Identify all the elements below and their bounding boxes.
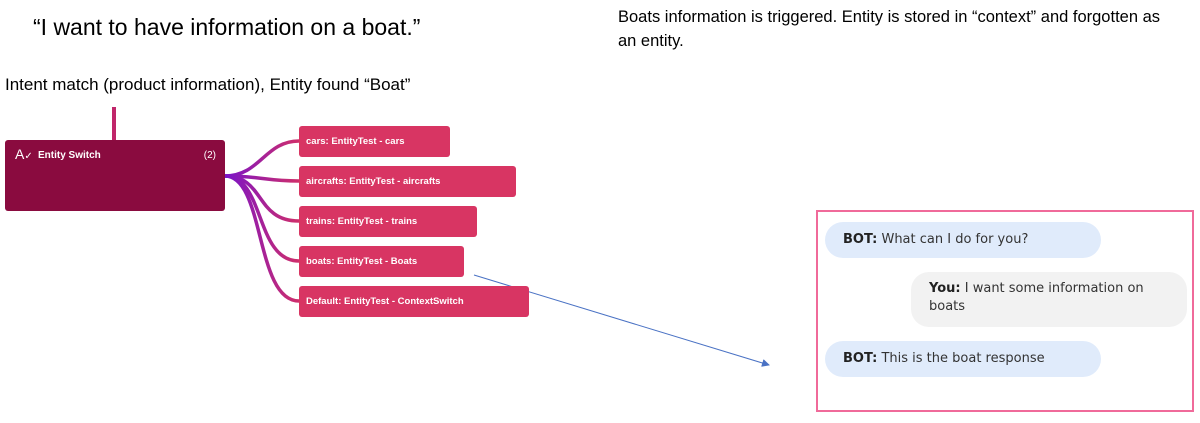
intent-match-caption: Intent match (product information), Enti… (5, 75, 411, 94)
spellcheck-icon: A✓ (15, 146, 33, 162)
branch-cars[interactable]: cars: EntityTest - cars (299, 126, 450, 157)
node-title: Entity Switch (38, 150, 101, 161)
message-text: What can I do for you? (881, 232, 1029, 247)
node-count: (2) (203, 150, 216, 161)
chat-window: BOT: What can I do for you? You: I want … (816, 210, 1194, 412)
branch-boats[interactable]: boats: EntityTest - Boats (299, 246, 464, 277)
speaker: You: (929, 281, 961, 296)
branch-aircrafts[interactable]: aircrafts: EntityTest - aircrafts (299, 166, 516, 197)
user-utterance-quote: “I want to have information on a boat.” (33, 14, 421, 40)
context-note: Boats information is triggered. Entity i… (618, 8, 1161, 50)
branch-trains[interactable]: trains: EntityTest - trains (299, 206, 477, 237)
entity-switch-node[interactable]: A✓ Entity Switch (2) (5, 140, 225, 211)
connector-cars (224, 139, 300, 178)
user-message: You: I want some information on boats (911, 272, 1187, 327)
bot-message: BOT: What can I do for you? (825, 222, 1101, 258)
connector-default (224, 174, 300, 303)
bot-message: BOT: This is the boat response (825, 341, 1101, 377)
speaker: BOT: (843, 232, 878, 247)
connector-trains (224, 174, 300, 223)
message-text: I want some information on boats (929, 281, 1144, 314)
speaker: BOT: (843, 351, 878, 366)
branch-default[interactable]: Default: EntityTest - ContextSwitch (299, 286, 529, 317)
message-text: This is the boat response (881, 351, 1045, 366)
